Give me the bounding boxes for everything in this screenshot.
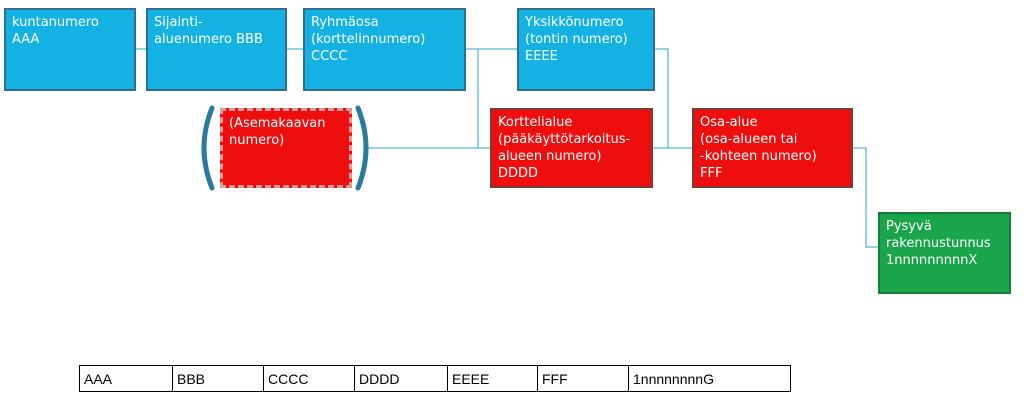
box-sijainti-line-2: aluenumero BBB: [154, 32, 263, 47]
box-sijainti-line-1: Sijainti-: [154, 15, 203, 30]
code-cell-fff: FFF: [537, 365, 629, 392]
code-cell-bbb: BBB: [172, 365, 264, 392]
box-kortteli-line-1: Korttelialue: [498, 115, 573, 130]
box-pysyva-line-1: Pysyvä: [886, 219, 932, 234]
box-pysyva-line-3: 1nnnnnnnnnX: [886, 253, 978, 268]
box-pysyva-rakennustunnus: Pysyvä rakennustunnus 1nnnnnnnnnX: [878, 212, 1011, 294]
box-ryhmaosa-line-3: CCCC: [311, 49, 348, 64]
code-cell-rakennustunnus: 1nnnnnnnnG: [628, 365, 791, 392]
code-cell-cccc: CCCC: [263, 365, 355, 392]
box-kuntanumero-line-1: kuntanumero: [12, 15, 99, 30]
box-asemakaava-line-1: (Asemakaavan: [229, 116, 326, 131]
right-parenthesis: [355, 105, 369, 191]
box-yksikko-line-1: Yksikkönumero: [525, 15, 624, 30]
box-asemakaava-line-2: numero): [229, 133, 285, 148]
box-asemakaavan-numero: (Asemakaavan numero): [220, 108, 352, 188]
box-yksikko-line-2: (tontin numero): [525, 32, 628, 47]
code-table-row: AAA BBB CCCC DDDD EEEE FFF 1nnnnnnnnG: [79, 365, 791, 392]
box-sijaintialuenumero: Sijainti- aluenumero BBB: [146, 8, 287, 91]
box-ryhmaosa-line-2: (korttelinnumero): [311, 32, 426, 47]
box-kortteli-line-3: alueen numero): [498, 149, 602, 164]
box-kortteli-line-4: DDDD: [498, 166, 539, 181]
code-cell-eeee: EEEE: [447, 365, 538, 392]
box-korttelialue: Korttelialue (pääkäyttötarkoitus- alueen…: [490, 108, 653, 188]
box-kuntanumero-line-2: AAA: [12, 32, 40, 47]
code-cell-aaa: AAA: [79, 365, 173, 392]
connector-osa-pysyva: [853, 147, 878, 248]
box-osa-line-4: FFF: [700, 166, 723, 181]
left-parenthesis: [201, 105, 215, 191]
box-yksikkonumero: Yksikkönumero (tontin numero) EEEE: [517, 8, 655, 91]
connector-yksikko-osa: [655, 48, 669, 148]
box-ryhmaosa: Ryhmäosa (korttelinnumero) CCCC: [303, 8, 466, 91]
box-ryhmaosa-line-1: Ryhmäosa: [311, 15, 379, 30]
code-table: AAA BBB CCCC DDDD EEEE FFF 1nnnnnnnnG: [79, 365, 791, 392]
box-kortteli-line-2: (pääkäyttötarkoitus-: [498, 132, 631, 147]
box-yksikko-line-3: EEEE: [525, 49, 558, 64]
box-osa-line-2: (osa-alueen tai: [700, 132, 798, 147]
box-osa-alue: Osa-alue (osa-alueen tai -kohteen numero…: [692, 108, 853, 188]
box-kuntanumero: kuntanumero AAA: [4, 8, 136, 91]
box-osa-line-3: -kohteen numero): [700, 149, 817, 164]
code-cell-dddd: DDDD: [354, 365, 448, 392]
box-pysyva-line-2: rakennustunnus: [886, 236, 991, 251]
box-osa-line-1: Osa-alue: [700, 115, 758, 130]
